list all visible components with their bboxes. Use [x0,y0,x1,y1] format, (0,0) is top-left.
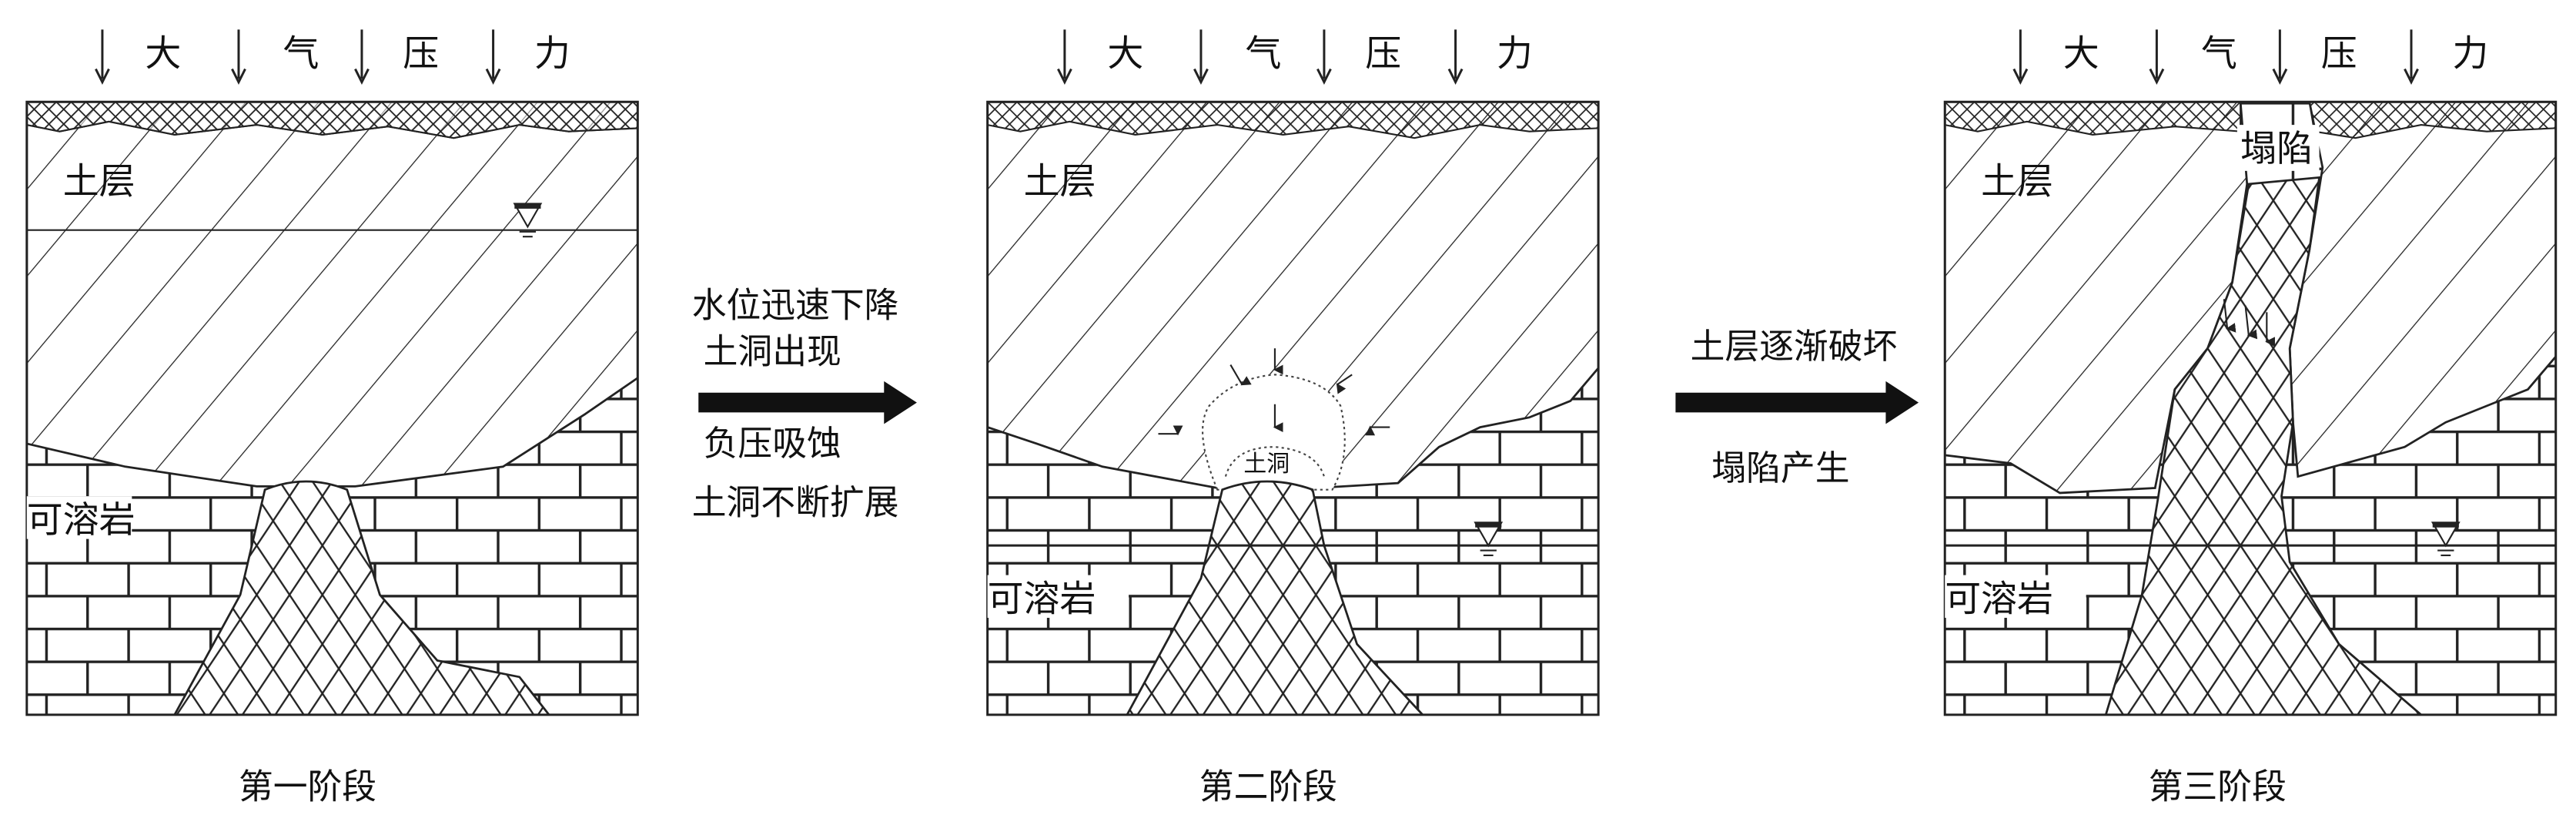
pressure-arrows [1057,29,1464,85]
soil-cavity [1202,374,1346,491]
pressure-char: 力 [534,32,570,75]
pressure-char: 压 [2321,32,2357,75]
rock-label: 可溶岩 [988,579,1096,621]
transition-text: 土洞不断扩展 [692,482,899,523]
collapse-column [2104,176,2423,715]
transition-text: 塌陷产生 [1711,448,1849,488]
transition-text: 负压吸蚀 [704,423,841,464]
collapse-arrows [2223,299,2275,347]
water-level-icon [2430,522,2461,557]
pressure-header-2: 大 气 压 力 [1057,29,1533,85]
soil-label: 土层 [1024,161,1096,203]
stage-2-caption: 第二阶段 [1199,766,1337,807]
stage-3-panel: 土层 可溶岩 塌陷 [1943,100,2558,716]
transition-text: 水位迅速下降 [692,285,899,326]
pressure-arrows [2012,29,2419,85]
pressure-char: 大 [145,32,181,75]
soil-label: 土层 [1981,161,2053,203]
pressure-header-1: 大 气 压 力 [95,29,570,85]
surface-crust [987,102,1599,139]
pressure-char: 气 [2201,32,2237,75]
water-level-icon [1474,522,1504,557]
transition-text: 土洞出现 [704,330,841,371]
karst-conduit [1126,480,1424,715]
arrow-right-icon [698,381,917,424]
pressure-arrows [95,29,501,85]
pressure-char: 压 [1365,32,1401,75]
collapse-label: 塌陷 [2240,128,2313,170]
pressure-char: 大 [1107,32,1143,75]
pressure-char: 气 [1246,32,1282,75]
pressure-header-3: 大 气 压 力 [2012,29,2488,85]
karst-conduit [173,480,550,715]
stage-1-caption: 第一阶段 [239,766,376,807]
soil-label: 土层 [63,161,135,203]
stage-3-caption: 第三阶段 [2149,766,2287,807]
transition-text: 土层逐渐破坏 [1691,326,1898,367]
transition-1: 水位迅速下降 土洞出现 负压吸蚀 土洞不断扩展 [692,285,917,523]
stage-2-panel: 土层 可溶岩 土洞 [986,100,1600,716]
pressure-char: 力 [1497,32,1533,75]
cavity-label: 土洞 [1243,451,1290,478]
suction-arrows [1158,348,1390,436]
rock-label: 可溶岩 [1945,579,2053,621]
water-level-icon [513,203,543,238]
surface-crust [1945,102,2556,139]
rock-label: 可溶岩 [27,499,135,542]
pressure-char: 气 [283,32,319,75]
stage-1-panel: 土层 可溶岩 [25,100,639,716]
arrow-right-icon [1675,381,1919,424]
pressure-char: 力 [2452,32,2488,75]
transition-2: 土层逐渐破坏 塌陷产生 [1675,326,1919,488]
pressure-char: 大 [2063,32,2099,75]
pressure-char: 压 [403,32,439,75]
